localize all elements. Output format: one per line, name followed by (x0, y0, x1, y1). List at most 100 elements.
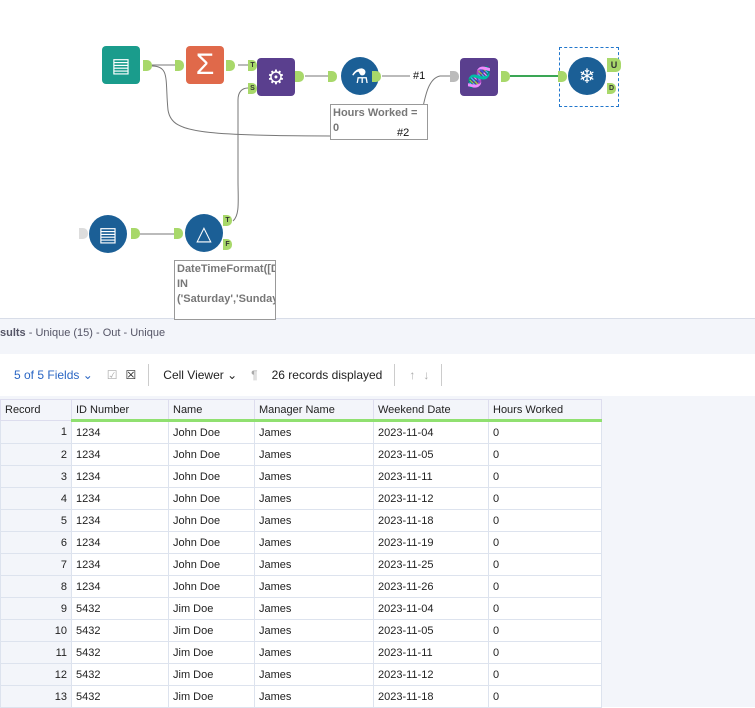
unique-snowflake-icon[interactable]: ❄ (568, 57, 606, 95)
table-cell[interactable]: 0 (488, 685, 602, 708)
table-cell[interactable]: 11 (0, 641, 72, 664)
output-anchor[interactable] (295, 71, 304, 82)
table-cell[interactable]: James (254, 487, 374, 510)
deselect-icon[interactable]: ☒ (125, 368, 137, 382)
table-cell[interactable]: 5432 (71, 597, 169, 620)
table-cell[interactable]: James (254, 553, 374, 576)
table-cell[interactable]: Jim Doe (168, 597, 255, 620)
table-cell[interactable]: James (254, 420, 374, 444)
table-cell[interactable]: 1234 (71, 465, 169, 488)
anchor-s[interactable]: S (248, 83, 257, 94)
table-cell[interactable]: 2023-11-26 (373, 575, 489, 598)
table-cell[interactable]: 5432 (71, 619, 169, 642)
table-cell[interactable]: John Doe (168, 465, 255, 488)
table-cell[interactable]: 0 (488, 641, 602, 664)
table-cell[interactable]: 1234 (71, 487, 169, 510)
table-cell[interactable]: 1234 (71, 443, 169, 466)
table-cell[interactable]: 1234 (71, 420, 169, 444)
table-cell[interactable]: 0 (488, 663, 602, 686)
output-anchor[interactable] (143, 60, 152, 71)
cell-viewer-dropdown[interactable]: Cell Viewer ⌄ (163, 368, 238, 382)
column-header[interactable]: Record (0, 399, 72, 421)
text-input-icon[interactable]: ▤ (89, 215, 127, 253)
anchor-d[interactable]: D (607, 83, 616, 94)
table-cell[interactable]: 0 (488, 531, 602, 554)
column-header[interactable]: Manager Name (254, 399, 374, 422)
table-cell[interactable]: James (254, 443, 374, 466)
table-cell[interactable]: 0 (488, 465, 602, 488)
table-cell[interactable]: 2023-11-11 (373, 465, 489, 488)
input-anchor[interactable] (174, 228, 183, 239)
column-header[interactable]: Hours Worked (488, 399, 602, 422)
table-cell[interactable]: 0 (488, 443, 602, 466)
table-cell[interactable]: 2023-11-04 (373, 420, 489, 444)
table-cell[interactable]: 2023-11-25 (373, 553, 489, 576)
table-cell[interactable]: 0 (488, 575, 602, 598)
table-cell[interactable]: John Doe (168, 575, 255, 598)
table-cell[interactable]: 8 (0, 575, 72, 598)
table-cell[interactable]: John Doe (168, 509, 255, 532)
arrow-up-icon[interactable]: ↑ (409, 368, 416, 382)
table-cell[interactable]: 2023-11-12 (373, 663, 489, 686)
filter-prism-icon[interactable]: △ (185, 214, 223, 252)
output-anchor[interactable] (372, 71, 381, 82)
table-cell[interactable]: 5 (0, 509, 72, 532)
anchor-t[interactable]: T (223, 215, 232, 226)
table-cell[interactable]: James (254, 663, 374, 686)
table-cell[interactable]: James (254, 575, 374, 598)
table-cell[interactable]: 5432 (71, 641, 169, 664)
table-cell[interactable]: 5432 (71, 685, 169, 708)
table-cell[interactable]: 6 (0, 531, 72, 554)
input-anchor[interactable] (79, 228, 88, 239)
table-cell[interactable]: 0 (488, 487, 602, 510)
multi-input-anchor[interactable] (450, 71, 459, 82)
pilcrow-icon[interactable]: ¶ (251, 368, 258, 382)
input-book-icon[interactable]: ▤ (102, 46, 140, 84)
anchor-t[interactable]: T (248, 60, 257, 71)
table-cell[interactable]: 2023-11-04 (373, 597, 489, 620)
table-cell[interactable]: 0 (488, 619, 602, 642)
summarize-sigma-icon[interactable]: Σ (186, 46, 224, 84)
check-icon[interactable]: ☑ (106, 368, 118, 382)
table-cell[interactable]: 3 (0, 465, 72, 488)
anchor-u[interactable]: U (607, 58, 621, 72)
table-cell[interactable]: 0 (488, 509, 602, 532)
column-header[interactable]: Name (168, 399, 255, 422)
table-cell[interactable]: 5432 (71, 663, 169, 686)
table-cell[interactable]: James (254, 641, 374, 664)
table-cell[interactable]: 1234 (71, 531, 169, 554)
gears-icon[interactable]: ⚙ (257, 58, 295, 96)
table-cell[interactable]: 2023-11-11 (373, 641, 489, 664)
table-cell[interactable]: 4 (0, 487, 72, 510)
table-cell[interactable]: John Doe (168, 420, 255, 444)
table-cell[interactable]: 7 (0, 553, 72, 576)
table-cell[interactable]: 1234 (71, 553, 169, 576)
input-anchor[interactable] (328, 71, 337, 82)
table-cell[interactable]: 2023-11-18 (373, 509, 489, 532)
table-cell[interactable]: James (254, 685, 374, 708)
table-cell[interactable]: 2023-11-19 (373, 531, 489, 554)
table-cell[interactable]: 2023-11-05 (373, 443, 489, 466)
fields-dropdown[interactable]: 5 of 5 Fields ⌄ (14, 368, 93, 382)
table-cell[interactable]: Jim Doe (168, 619, 255, 642)
table-cell[interactable]: 10 (0, 619, 72, 642)
table-cell[interactable]: 0 (488, 553, 602, 576)
dna-icon[interactable]: 🧬 (460, 58, 498, 96)
table-cell[interactable]: 9 (0, 597, 72, 620)
table-cell[interactable]: 2023-11-12 (373, 487, 489, 510)
input-anchor[interactable] (175, 60, 184, 71)
table-cell[interactable]: 1 (0, 420, 72, 444)
workflow-canvas[interactable]: ▤ Σ T S ⚙ ⚗ #1 Hours Worked = 0 #2 🧬 ❄ U… (0, 0, 755, 320)
table-cell[interactable]: John Doe (168, 443, 255, 466)
table-cell[interactable]: James (254, 465, 374, 488)
